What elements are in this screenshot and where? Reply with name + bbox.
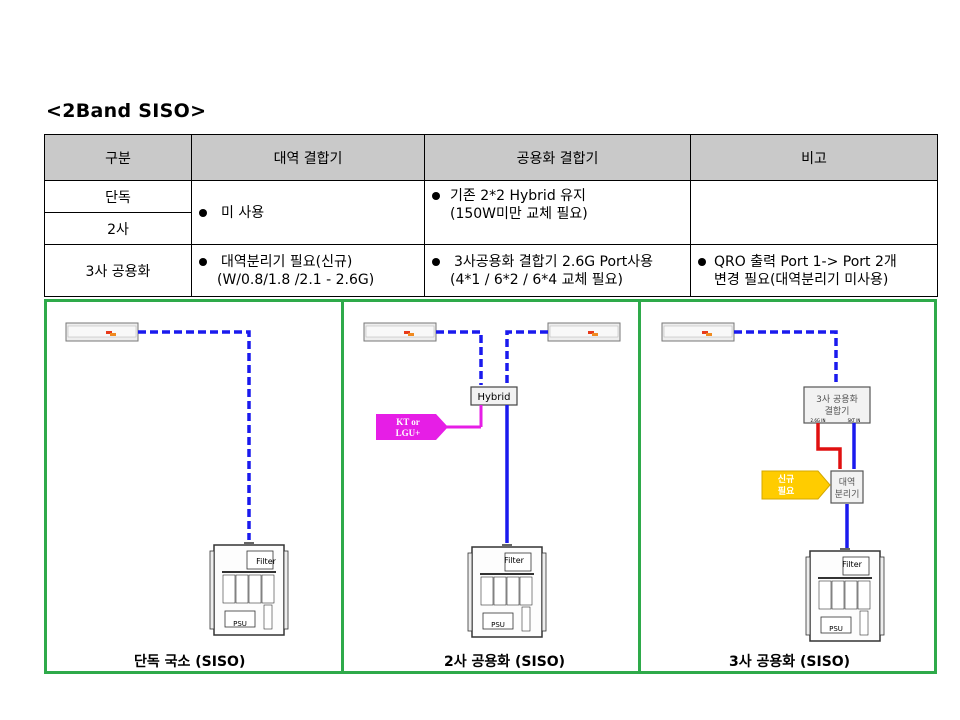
band-splitter-icon: [830, 470, 864, 504]
cell-band-combiner-single: 미 사용: [191, 180, 425, 245]
red-line: [816, 423, 842, 469]
antenna-left-icon: [363, 322, 437, 342]
table-header-row: 구분 대역 결합기 공용화 결합기 비고: [44, 134, 938, 181]
feed-line-left: [436, 330, 483, 385]
cell-band-combiner-3share: 대역분리기 필요(신규) (W/0.8/1.8 /2.1 - 2.6G): [191, 244, 425, 297]
band-splitter-label-2: 분리기: [835, 489, 860, 500]
unit-psu-label: PSU: [491, 621, 505, 629]
combiner3-label-1: 3사 공용화: [816, 394, 858, 405]
note-3share-line1: QRO 출력 Port 1-> Port 2개: [714, 253, 897, 270]
table-row: 3사 공용화 대역분리기 필요(신규) (W/0.8/1.8 /2.1 - 2.…: [44, 244, 938, 297]
cell-note-single: [690, 180, 938, 245]
band-combiner-3share-line1: 대역분리기 필요(신규): [221, 253, 353, 270]
kt-lgu-tag: [376, 414, 448, 440]
diagram-area: Filter PSU Hybrid KT or LGU+ Filter PSU …: [44, 299, 937, 674]
shared-combiner-single-line2: (150W미만 교체 필요): [450, 206, 588, 222]
new-needed-label-1: 신규: [778, 473, 795, 484]
combiner-3share-icon: [803, 386, 871, 424]
hybrid-label: Hybrid: [477, 392, 510, 403]
band-splitter-label-1: 대역: [839, 477, 856, 488]
note-3share-line2: 변경 필요(대역분리기 미사용): [714, 271, 889, 288]
feed-line-right: [505, 330, 548, 385]
unit-filter-label: Filter: [256, 557, 277, 566]
repeater-unit-icon: [209, 541, 289, 636]
page-title: <2Band SISO>: [46, 100, 207, 122]
cell-shared-combiner-3share: 3사공용화 결합기 2.6G Port사용 (4*1 / 6*2 / 6*4 교…: [424, 244, 691, 297]
cell-shared-combiner-single: 기존 2*2 Hybrid 유지 (150W미만 교체 필요): [424, 180, 691, 245]
diagram-svg: Filter PSU Hybrid KT or LGU+ Filter PSU …: [65, 322, 885, 642]
header-note: 비고: [690, 134, 938, 181]
antenna-icon: [65, 322, 139, 342]
new-needed-label-2: 필요: [778, 485, 795, 496]
shared-combiner-single-line1: 기존 2*2 Hybrid 유지: [450, 188, 586, 204]
caption-2share: 2사 공용화 (SISO): [444, 654, 566, 670]
combiner-port-right: SKT IN: [848, 418, 861, 423]
table-row: 단독 미 사용 기존 2*2 Hybrid 유지 (150W미만 교체 필요): [44, 180, 938, 245]
unit-psu-label: PSU: [233, 620, 247, 628]
table-row: 2사: [44, 212, 938, 245]
combiner3-label-2: 결합기: [825, 406, 850, 417]
row-label-3share: 3사 공용화: [44, 244, 192, 297]
kt-lgu-label-2: LGU+: [396, 428, 421, 438]
hybrid-icon: [470, 386, 518, 406]
header-category: 구분: [44, 134, 192, 181]
header-shared-combiner: 공용화 결합기: [424, 134, 691, 181]
unit-filter-label: Filter: [504, 556, 525, 565]
band-combiner-single-text: 미 사용: [193, 204, 423, 222]
combiner-port-left: 2.6G IN: [811, 418, 826, 423]
kt-lgu-label-1: KT or: [396, 417, 420, 427]
header-band-combiner: 대역 결합기: [191, 134, 425, 181]
row-label-single: 단독: [44, 180, 192, 213]
spec-table: 구분 대역 결합기 공용화 결합기 비고 단독 미 사용 기존 2*2 Hybr…: [44, 134, 938, 297]
shared-combiner-3share-line2: (4*1 / 6*2 / 6*4 교체 필요): [450, 271, 624, 288]
antenna-icon: [661, 322, 735, 342]
band-combiner-3share-line2: (W/0.8/1.8 /2.1 - 2.6G): [217, 271, 375, 288]
feed-line: [734, 330, 838, 385]
antenna-right-icon: [547, 322, 621, 342]
new-needed-tag: [761, 470, 831, 500]
cell-note-3share: QRO 출력 Port 1-> Port 2개 변경 필요(대역분리기 미사용): [690, 244, 938, 297]
caption-3share: 3사 공용화 (SISO): [729, 654, 851, 670]
panel-3share: [638, 299, 937, 674]
unit-psu-label: PSU: [829, 625, 843, 633]
shared-combiner-3share-line1: 3사공용화 결합기 2.6G Port사용: [454, 253, 654, 270]
caption-single-site: 단독 국소 (SISO): [134, 654, 246, 670]
feed-line: [138, 330, 251, 540]
row-label-2share: 2사: [44, 212, 192, 245]
unit-filter-label: Filter: [842, 560, 863, 569]
